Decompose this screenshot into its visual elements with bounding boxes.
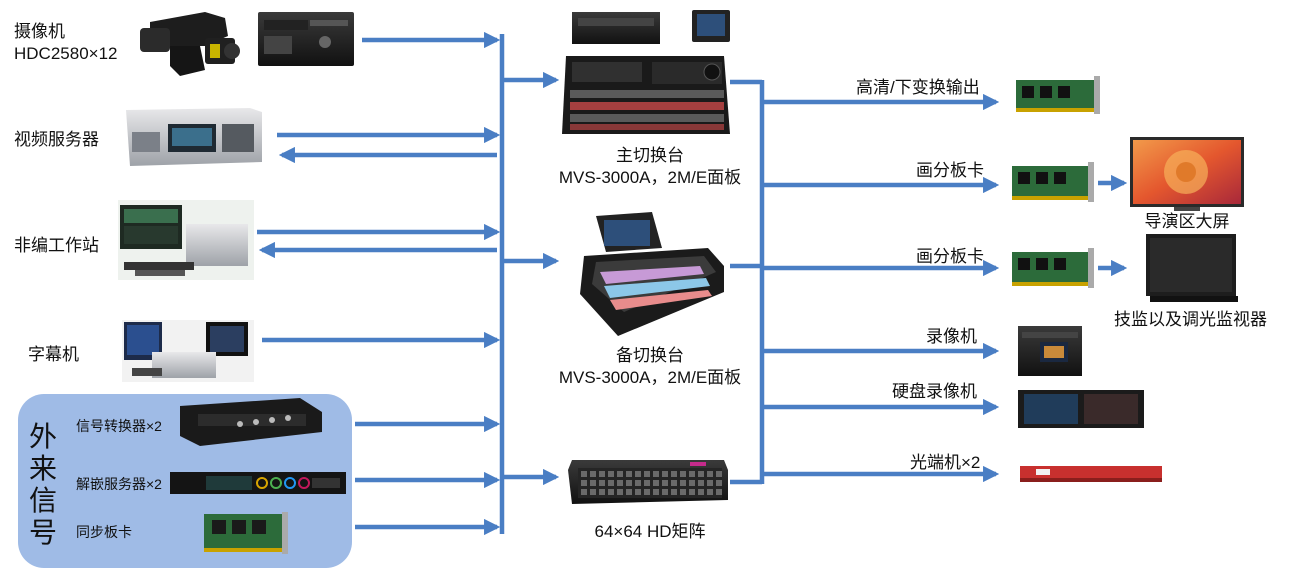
matrix-button bbox=[626, 471, 632, 477]
matrix-button bbox=[590, 480, 596, 486]
matrix-button bbox=[653, 471, 659, 477]
matrix-button bbox=[653, 480, 659, 486]
sync-card-label: 同步板卡 bbox=[76, 524, 132, 540]
backup-switcher-icon bbox=[580, 212, 724, 336]
matrix-button bbox=[689, 480, 695, 486]
matrix-button bbox=[662, 489, 668, 495]
ccu-icon bbox=[258, 12, 354, 66]
output-label-2: 画分板卡 bbox=[916, 161, 984, 180]
matrix-button bbox=[716, 480, 722, 486]
matrix-button bbox=[644, 489, 650, 495]
matrix-button bbox=[707, 471, 713, 477]
matrix-button bbox=[662, 471, 668, 477]
nle-label: 非编工作站 bbox=[14, 236, 99, 255]
matrix-button bbox=[581, 471, 587, 477]
camera-model: HDC2580×12 bbox=[14, 44, 118, 63]
video-server-label: 视频服务器 bbox=[14, 130, 99, 149]
matrix-button bbox=[617, 480, 623, 486]
nle-workstation-icon bbox=[118, 200, 254, 280]
output-label-6: 光端机×2 bbox=[910, 453, 981, 472]
matrix-label: 64×64 HD矩阵 bbox=[594, 522, 706, 541]
matrix-button bbox=[626, 480, 632, 486]
matrix-button bbox=[680, 471, 686, 477]
matrix-button bbox=[698, 471, 704, 477]
matrix-button bbox=[644, 471, 650, 477]
director-screen-icon bbox=[1130, 137, 1244, 211]
output-label-5: 硬盘录像机 bbox=[892, 382, 977, 401]
matrix-button bbox=[689, 471, 695, 477]
sync-card-icon bbox=[204, 512, 288, 554]
output-card-2-icon bbox=[1012, 162, 1094, 202]
external-title-1: 外 bbox=[28, 421, 57, 452]
matrix-button bbox=[671, 471, 677, 477]
matrix-button bbox=[617, 489, 623, 495]
matrix-button bbox=[680, 480, 686, 486]
camera-icon bbox=[140, 12, 240, 76]
matrix-button bbox=[653, 489, 659, 495]
tech-monitor-icon bbox=[1146, 234, 1238, 302]
main-switcher-model: MVS-3000A，2M/E面板 bbox=[558, 168, 742, 187]
output-label-4: 录像机 bbox=[926, 327, 977, 346]
matrix-button bbox=[662, 480, 668, 486]
matrix-button bbox=[707, 480, 713, 486]
output-label-1: 高清/下变换输出 bbox=[856, 78, 980, 97]
signal-converter-icon bbox=[180, 398, 322, 446]
main-switcher-label: 主切换台 bbox=[616, 146, 684, 165]
matrix-button bbox=[671, 489, 677, 495]
matrix-button bbox=[626, 489, 632, 495]
matrix-button bbox=[608, 480, 614, 486]
matrix-button bbox=[644, 480, 650, 486]
matrix-button bbox=[590, 489, 596, 495]
vtr-icon bbox=[1018, 326, 1082, 376]
matrix-button bbox=[689, 489, 695, 495]
external-title-4: 号 bbox=[28, 517, 57, 548]
matrix-button bbox=[707, 489, 713, 495]
camera-label: 摄像机 bbox=[14, 22, 65, 41]
matrix-button bbox=[680, 489, 686, 495]
matrix-button bbox=[698, 480, 704, 486]
video-server-icon bbox=[126, 108, 262, 166]
output-card-1-icon bbox=[1016, 76, 1100, 114]
character-gen-label: 字幕机 bbox=[28, 345, 79, 364]
output-card-3-icon bbox=[1012, 248, 1094, 288]
matrix-button bbox=[617, 471, 623, 477]
external-title-3: 信 bbox=[28, 485, 57, 516]
matrix-button bbox=[581, 480, 587, 486]
matrix-button bbox=[608, 489, 614, 495]
matrix-button bbox=[635, 489, 641, 495]
connectors bbox=[257, 31, 1128, 536]
fiber-transceiver-icon bbox=[1020, 466, 1162, 482]
output-label-3: 画分板卡 bbox=[916, 247, 984, 266]
disk-recorder-icon bbox=[1018, 390, 1144, 428]
matrix-button bbox=[716, 471, 722, 477]
backup-switcher-label: 备切换台 bbox=[616, 346, 684, 365]
matrix-button bbox=[599, 480, 605, 486]
de-embedder-label: 解嵌服务器×2 bbox=[76, 476, 162, 492]
matrix-button bbox=[608, 471, 614, 477]
matrix-button bbox=[599, 471, 605, 477]
matrix-button bbox=[635, 480, 641, 486]
external-title-2: 来 bbox=[28, 453, 57, 484]
matrix-button bbox=[581, 489, 587, 495]
matrix-router-icon bbox=[568, 460, 728, 504]
tech-monitor-label: 技监以及调光监视器 bbox=[1114, 310, 1267, 329]
matrix-button bbox=[635, 471, 641, 477]
signal-converter-label: 信号转换器×2 bbox=[76, 418, 162, 434]
de-embedder-icon bbox=[170, 472, 346, 494]
backup-switcher-model: MVS-3000A，2M/E面板 bbox=[558, 368, 742, 387]
director-screen-label: 导演区大屏 bbox=[1144, 212, 1230, 231]
matrix-button bbox=[671, 480, 677, 486]
matrix-button bbox=[716, 489, 722, 495]
matrix-button bbox=[590, 471, 596, 477]
matrix-button bbox=[599, 489, 605, 495]
character-generator-icon bbox=[122, 320, 254, 382]
main-switcher-icon bbox=[562, 10, 730, 134]
matrix-button bbox=[698, 489, 704, 495]
